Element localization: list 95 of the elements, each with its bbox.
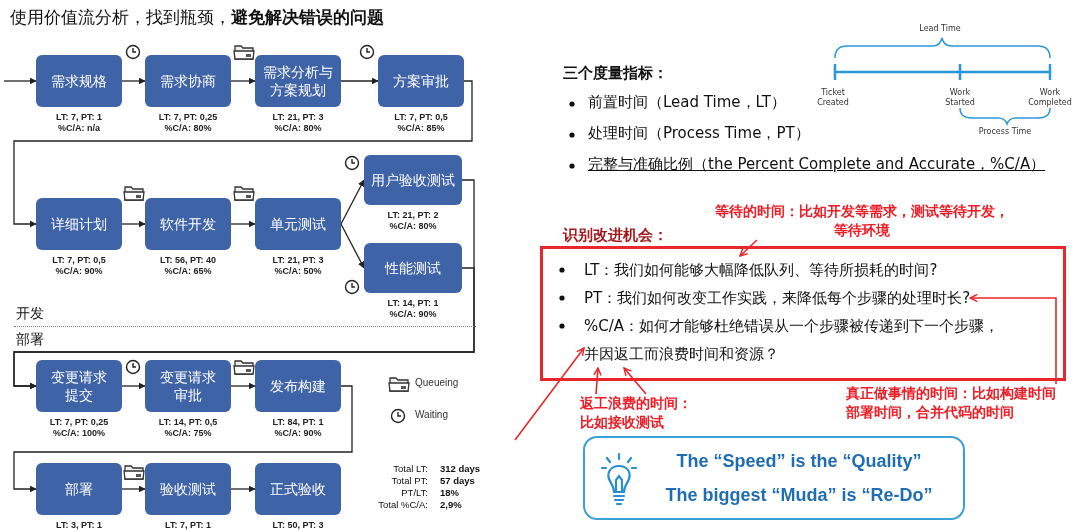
arrow (969, 293, 1057, 385)
process-box: 验收测试 (145, 463, 231, 515)
metric-text: LT: 7, PT: 0,5 (393, 112, 449, 123)
timeline-label: Work Completed (1027, 88, 1073, 108)
process-box: 详细计划 (36, 198, 122, 250)
bullet-text: 完整与准确比例（the Percent Complete and Accurate，%C/A） (588, 155, 1046, 173)
bullet-text: 处理时间（Process Time，PT） (588, 124, 810, 142)
legend-text: Waiting (415, 409, 448, 420)
metric-text: LT: 7, PT: 1 (164, 520, 212, 531)
bullet-text: LT：我们如何能够大幅降低队列、等待所损耗的时间? (584, 256, 938, 284)
process-box: 性能测试 (364, 243, 462, 293)
process-box: 正式验收 (255, 463, 341, 515)
arrow (514, 347, 585, 441)
metric-text: %C/A: 90% (54, 266, 104, 277)
arrow (230, 220, 256, 228)
total-label: Total PT: (390, 475, 428, 486)
arrow (230, 382, 256, 390)
arrow (623, 367, 647, 395)
legend-text: Queueing (415, 377, 459, 388)
annotation-text: 返工浪费的时间：比如接收测试 (580, 394, 698, 432)
total-value: 18% (440, 487, 459, 498)
bullet-text: 前置时间（Lead Time，LT） (588, 93, 786, 111)
metric-text: LT: 21, PT: 3 (271, 255, 325, 266)
bullet-text: PT：我们如何改变工作实践，来降低每个步骤的处理时长? (584, 284, 971, 312)
section-label: 部署 (16, 331, 44, 349)
section-label: 开发 (16, 305, 44, 323)
annotation-text: 等待的时间：比如开发等需求，测试等待开发，等待环境 (712, 202, 1012, 240)
arrow (340, 77, 379, 85)
process-box: 需求协商 (145, 55, 231, 107)
metric-text: LT: 14, PT: 1 (386, 298, 440, 309)
quote-text: The “Speed” is the “Quality” (676, 450, 922, 472)
metric-text: LT: 7, PT: 0,25 (48, 417, 110, 428)
metric-text: %C/A: 80% (388, 221, 438, 232)
metric-text: LT: 50, PT: 3 (271, 520, 325, 531)
metric-text: LT: 14, PT: 0,5 (157, 417, 219, 428)
metric-text: LT: 84, PT: 1 (271, 417, 325, 428)
title-text: 使用价值流分析，找到瓶颈，避免解决错误的问题 (10, 6, 384, 29)
arrow (230, 77, 256, 85)
bullet-text: %C/A：如何才能够杜绝错误从一个步骤被传递到下一个步骤，并因返工而浪费时间和资源？ (584, 312, 1011, 368)
metric-text: %C/A: 80% (273, 123, 323, 134)
arrow (739, 239, 758, 257)
heading-text: 识别改进机会： (563, 226, 668, 245)
metric-text: LT: 21, PT: 2 (386, 210, 440, 221)
metric-text: %C/A: 75% (163, 428, 213, 439)
process-box: 变更请求审批 (145, 360, 231, 412)
arrow (340, 179, 365, 225)
arrow (3, 77, 37, 85)
metric-text: %C/A: n/a (57, 123, 101, 134)
metric-text: %C/A: 65% (163, 266, 213, 277)
metric-text: %C/A: 85% (396, 123, 446, 134)
process-box: 发布构建 (255, 360, 341, 412)
metric-text: LT: 56, PT: 40 (159, 255, 217, 266)
process-box: 部署 (36, 463, 122, 515)
heading-text: 三个度量指标： (563, 64, 668, 83)
arrow (121, 485, 146, 493)
arrow (121, 77, 146, 85)
process-box: 方案审批 (378, 55, 464, 107)
metric-text: %C/A: 90% (273, 428, 323, 439)
total-label: Total LT: (392, 463, 428, 474)
arrow (13, 385, 353, 493)
metric-text: LT: 21, PT: 3 (271, 112, 325, 123)
process-box: 软件开发 (145, 198, 231, 250)
metric-text: LT: 3, PT: 1 (55, 520, 103, 531)
metric-text: LT: 7, PT: 1 (55, 112, 103, 123)
total-value: 57 days (440, 475, 475, 486)
arrow (121, 220, 146, 228)
timeline-label: Ticket Created (816, 88, 850, 108)
process-box: 需求分析与方案规划 (255, 55, 341, 107)
total-label: Total %C/A: (377, 499, 428, 510)
timeline-label: Work Started (944, 88, 976, 108)
metric-text: %C/A: 50% (273, 266, 323, 277)
arrow (13, 267, 475, 390)
metric-text: LT: 7, PT: 0,25 (157, 112, 219, 123)
process-box: 变更请求提交 (36, 360, 122, 412)
process-box: 需求规格 (36, 55, 122, 107)
highlight-frame (540, 246, 1066, 381)
timeline-label: Process Time (977, 127, 1033, 137)
process-box: 用户验收测试 (364, 155, 462, 205)
quote-card (583, 436, 965, 520)
total-label: PT/LT: (400, 487, 428, 498)
arrow (593, 367, 602, 395)
process-box: 单元测试 (255, 198, 341, 250)
arrow (13, 80, 473, 228)
metric-text: %C/A: 80% (163, 123, 213, 134)
arrow (230, 485, 256, 493)
total-value: 2,9% (440, 499, 462, 510)
quote-text: The biggest “Muda” is “Re-Do” (665, 484, 933, 506)
annotation-text: 真正做事情的时间：比如构建时间部署时间，合并代码的时间 (846, 384, 1062, 422)
total-value: 312 days (440, 463, 481, 474)
timeline-label: Lead Time (918, 24, 962, 34)
arrow (340, 223, 365, 269)
metric-text: %C/A: 100% (52, 428, 106, 439)
metric-text: LT: 7, PT: 0,5 (51, 255, 107, 266)
metric-text: %C/A: 90% (388, 309, 438, 320)
arrow (121, 382, 146, 390)
